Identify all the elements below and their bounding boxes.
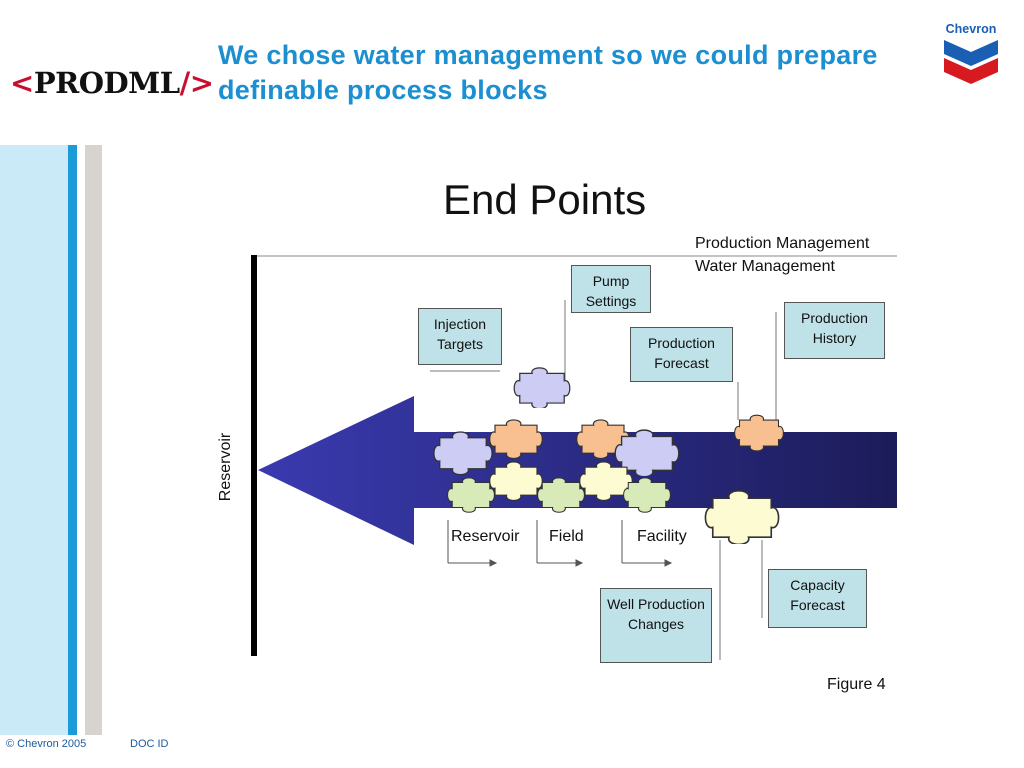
- box-capacity-forecast: Capacity Forecast: [768, 569, 867, 628]
- stage-arrows: [447, 520, 673, 567]
- puzzle-piece-yellow-3: [704, 489, 780, 544]
- flow-arrow: [258, 396, 897, 545]
- decor-strip-gray: [85, 145, 102, 735]
- puzzle-piece-green-3: [622, 477, 672, 514]
- puzzle-piece-orange-1: [488, 419, 544, 460]
- footer-doc-id: DOC ID: [130, 738, 169, 750]
- footer-copyright: © Chevron 2005: [6, 738, 87, 750]
- box-production-forecast: Production Forecast: [630, 327, 733, 382]
- prodml-logo: <PRODML/>: [10, 66, 214, 100]
- box-production-history: Production History: [784, 302, 885, 359]
- diagram-heading: End Points: [443, 176, 647, 223]
- box-well-production-changes: Well Production Changes: [600, 588, 712, 663]
- puzzle-piece-lavender-1: [433, 431, 493, 476]
- puzzle-piece-yellow-1: [488, 461, 544, 502]
- stage-label-field: Field: [549, 528, 584, 545]
- figure-caption: Figure 4: [827, 676, 886, 693]
- slide-title: We chose water management so we could pr…: [218, 40, 878, 105]
- stage-label-facility: Facility: [637, 528, 687, 545]
- chevron-logo-text: Chevron: [945, 22, 997, 36]
- box-pump-settings: Pump Settings: [571, 265, 651, 313]
- box-injection-targets: Injection Targets: [418, 308, 502, 365]
- label-production-management: Production Management: [695, 235, 870, 252]
- chevron-shield-icon: [944, 40, 998, 84]
- decor-strip-light: [0, 145, 68, 735]
- puzzle-piece-green-1: [446, 477, 496, 514]
- stage-label-reservoir: Reservoir: [451, 528, 520, 545]
- label-reservoir-vertical: Reservoir: [217, 432, 234, 502]
- puzzle-piece-orange-3: [733, 414, 785, 452]
- puzzle-piece-green-2: [536, 477, 586, 514]
- chevron-logo: Chevron: [938, 22, 1004, 88]
- puzzle-piece-top: [513, 367, 571, 408]
- label-water-management: Water Management: [695, 258, 835, 275]
- connector-lines: [430, 300, 777, 660]
- decor-strip-blue: [68, 145, 77, 735]
- reservoir-axis-bar: [251, 255, 257, 656]
